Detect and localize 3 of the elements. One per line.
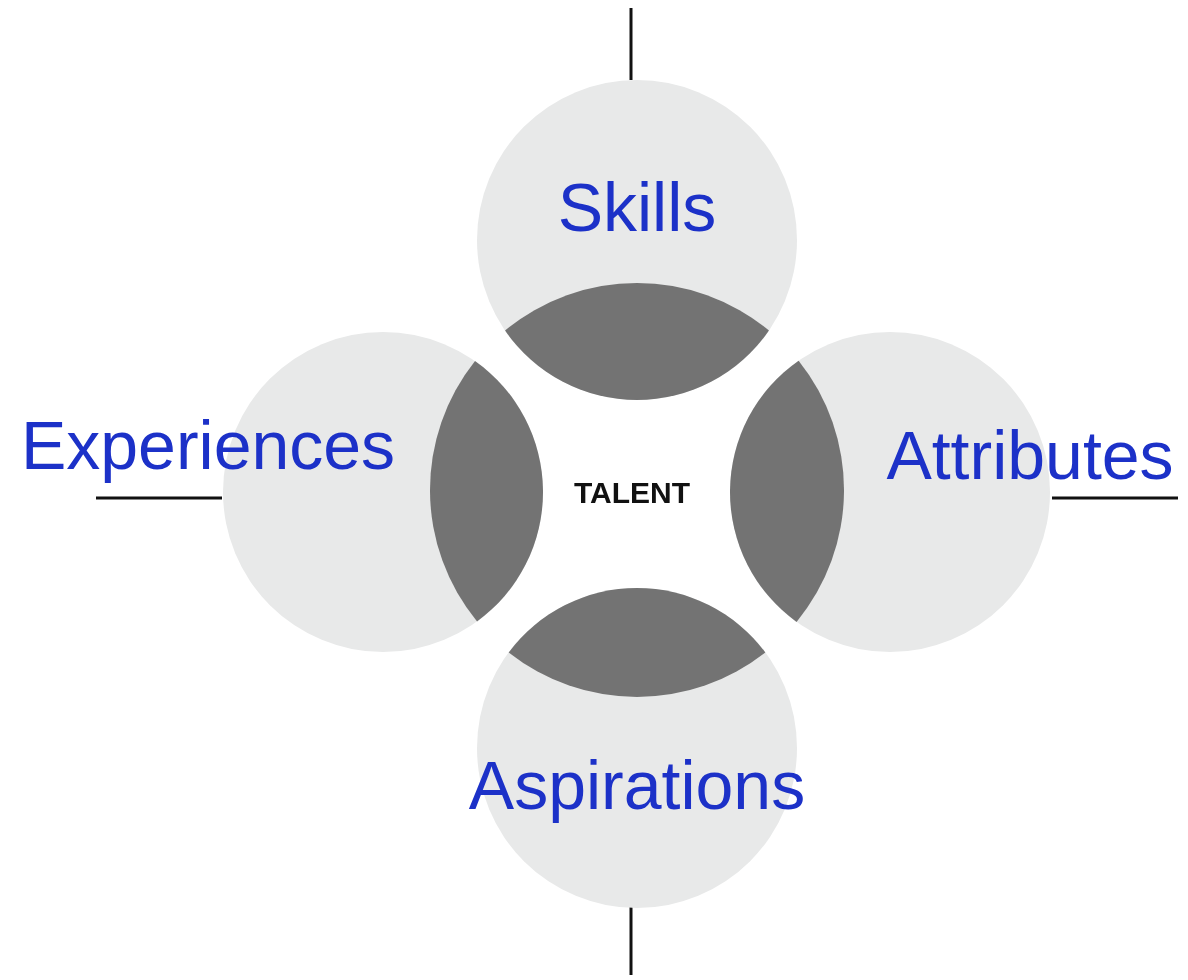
center-label: TALENT	[573, 478, 691, 508]
topic-label: Attributes	[886, 421, 1174, 489]
topic-label: Skills	[557, 173, 717, 241]
